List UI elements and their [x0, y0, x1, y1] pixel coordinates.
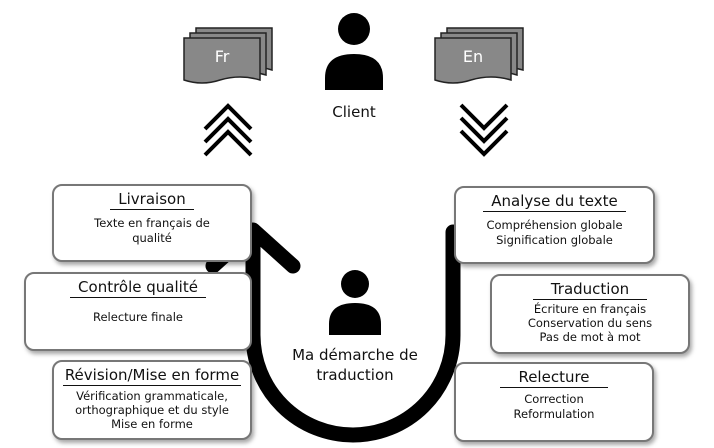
- traduction-title: Traduction: [532, 280, 648, 300]
- traduction-line-3: Pas de mot à mot: [539, 330, 641, 344]
- controle-title: Contrôle qualité: [70, 278, 206, 298]
- fr-label: Fr: [214, 47, 230, 66]
- fr-document-icon: [183, 27, 273, 84]
- revision-line-3: Mise en forme: [111, 417, 193, 431]
- revision-title: Révision/Mise en forme: [62, 366, 242, 386]
- en-label: En: [462, 47, 484, 66]
- traduction-box: Traduction Écriture en français Conserva…: [490, 274, 690, 354]
- livraison-line-2: qualité: [132, 231, 172, 245]
- client-label: Client: [332, 103, 376, 121]
- analyse-line-2: Signification globale: [496, 233, 613, 247]
- analyse-line-1: Compréhension globale: [486, 218, 623, 232]
- down-chevrons-icon: [459, 103, 509, 157]
- traduction-line-1: Écriture en français: [533, 302, 647, 316]
- center-person-icon: [329, 270, 381, 335]
- relecture-box: Relecture Correction Reformulation: [454, 362, 654, 442]
- livraison-line-1: Texte en français de: [94, 216, 210, 230]
- client-person-icon: [325, 13, 383, 90]
- analyse-box: Analyse du texte Compréhension globale S…: [454, 186, 655, 264]
- controle-line-1: Relecture finale: [93, 310, 183, 324]
- relecture-line-1: Correction: [524, 392, 584, 406]
- traduction-line-2: Conservation du sens: [527, 316, 653, 330]
- relecture-title: Relecture: [500, 368, 608, 388]
- controle-box: Contrôle qualité Relecture finale: [24, 272, 252, 351]
- center-label: Ma démarche de traduction: [275, 345, 435, 385]
- revision-line-2: orthographique et du style: [75, 403, 229, 417]
- en-document-icon: [434, 27, 524, 84]
- revision-line-1: Vérification grammaticale,: [76, 389, 228, 403]
- up-chevrons-icon: [203, 103, 253, 157]
- center-label-line1: Ma démarche de: [292, 346, 418, 364]
- livraison-title: Livraison: [110, 190, 194, 210]
- livraison-box: Livraison Texte en français de qualité: [52, 184, 252, 262]
- analyse-title: Analyse du texte: [483, 192, 626, 212]
- revision-box: Révision/Mise en forme Vérification gram…: [52, 360, 252, 440]
- relecture-line-2: Reformulation: [513, 407, 595, 421]
- center-label-line2: traduction: [316, 366, 394, 384]
